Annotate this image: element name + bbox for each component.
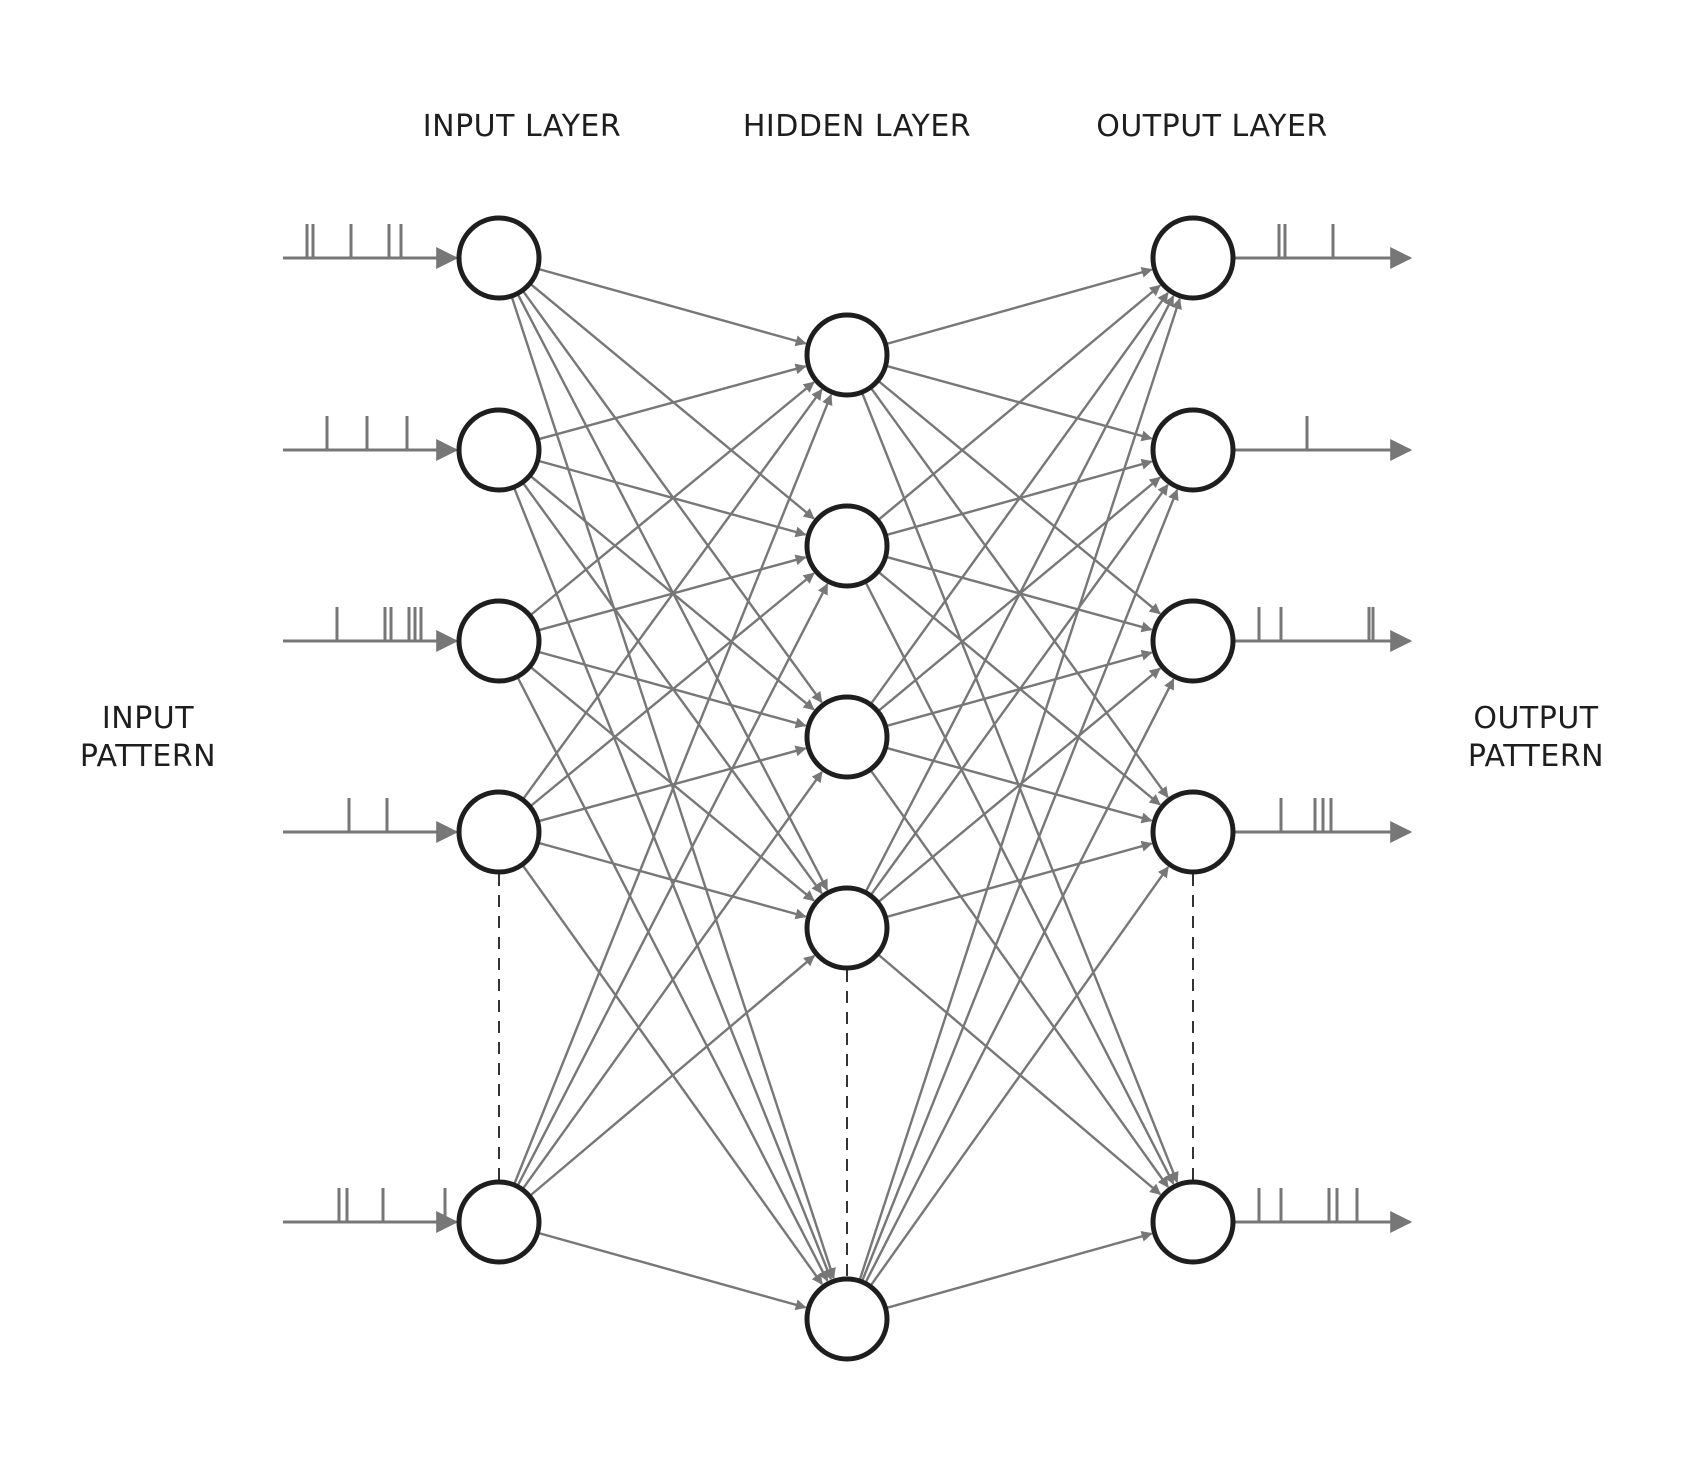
input-hidden-connection-4-2: [521, 771, 823, 1190]
hidden-output-connection-1-0: [877, 284, 1161, 521]
input-layer-title: INPUT LAYER: [422, 109, 622, 144]
hidden-output-connection-2-0: [870, 292, 1169, 705]
hidden-output-connection-3-1: [870, 483, 1169, 896]
hidden-output-connection-4-1: [861, 488, 1179, 1282]
input-neuron-3: [456, 789, 542, 875]
hidden-output-connection-0-0: [886, 266, 1153, 346]
hidden-output-connection-3-2: [877, 667, 1161, 903]
input-hidden-connection-1-0: [538, 363, 807, 441]
input-neuron-2: [456, 598, 542, 684]
hidden-output-connection-4-3: [869, 866, 1170, 1287]
hidden-neuron-2: [804, 694, 890, 780]
input-neuron-0: [456, 215, 542, 301]
output-neuron-1: [1150, 407, 1236, 493]
hidden-neuron-0: [804, 312, 890, 398]
output-neuron-3: [1150, 789, 1236, 875]
hidden-output-connection-4-2: [864, 678, 1175, 1284]
input-hidden-connection-3-0: [522, 388, 823, 800]
output-pattern-line-2: PATTERN: [1467, 738, 1605, 774]
hidden-neuron-3: [804, 885, 890, 971]
input-hidden-connection-3-2: [538, 745, 807, 823]
input-hidden-connection-0-1: [529, 283, 815, 520]
input-hidden-connection-4-0: [513, 393, 833, 1185]
input-hidden-connection-3-3: [538, 841, 807, 920]
input-neuron-1: [456, 407, 542, 493]
hidden-neuron-4: [804, 1276, 890, 1362]
output-neuron-2: [1150, 598, 1236, 684]
hidden-output-connection-3-0: [864, 295, 1175, 893]
input-pattern-line-1: INPUT: [101, 701, 195, 736]
input-hidden-connection-3-1: [529, 572, 815, 807]
input-neuron-4: [456, 1179, 542, 1265]
hidden-output-connection-4-0: [858, 297, 1182, 1281]
input-pattern-label: INPUT PATTERN: [80, 700, 216, 775]
ellipsis-group: [498, 874, 1194, 1277]
hidden-layer-title: HIDDEN LAYER: [742, 109, 972, 144]
hidden-output-connection-3-3: [886, 840, 1153, 919]
connections-group: [510, 266, 1182, 1311]
input-hidden-connection-4-3: [529, 954, 816, 1197]
hidden-output-connection-4-4: [886, 1230, 1153, 1310]
hidden-output-connection-3-4: [877, 953, 1162, 1196]
input-hidden-connection-4-1: [516, 583, 829, 1187]
input-hidden-connection-0-0: [538, 267, 807, 347]
spike-trains-group: [283, 224, 1413, 1233]
output-neuron-0: [1150, 215, 1236, 301]
output-pattern-label: OUTPUT PATTERN: [1468, 700, 1604, 775]
output-pattern-line-1: OUTPUT: [1473, 701, 1599, 736]
input-pattern-line-2: PATTERN: [79, 738, 217, 774]
hidden-neuron-1: [804, 503, 890, 589]
output-layer-title: OUTPUT LAYER: [1096, 109, 1328, 144]
output-neuron-4: [1150, 1179, 1236, 1265]
input-hidden-connection-2-0: [529, 381, 815, 616]
neurons-group: [456, 215, 1236, 1362]
input-hidden-connection-4-4: [538, 1231, 807, 1311]
